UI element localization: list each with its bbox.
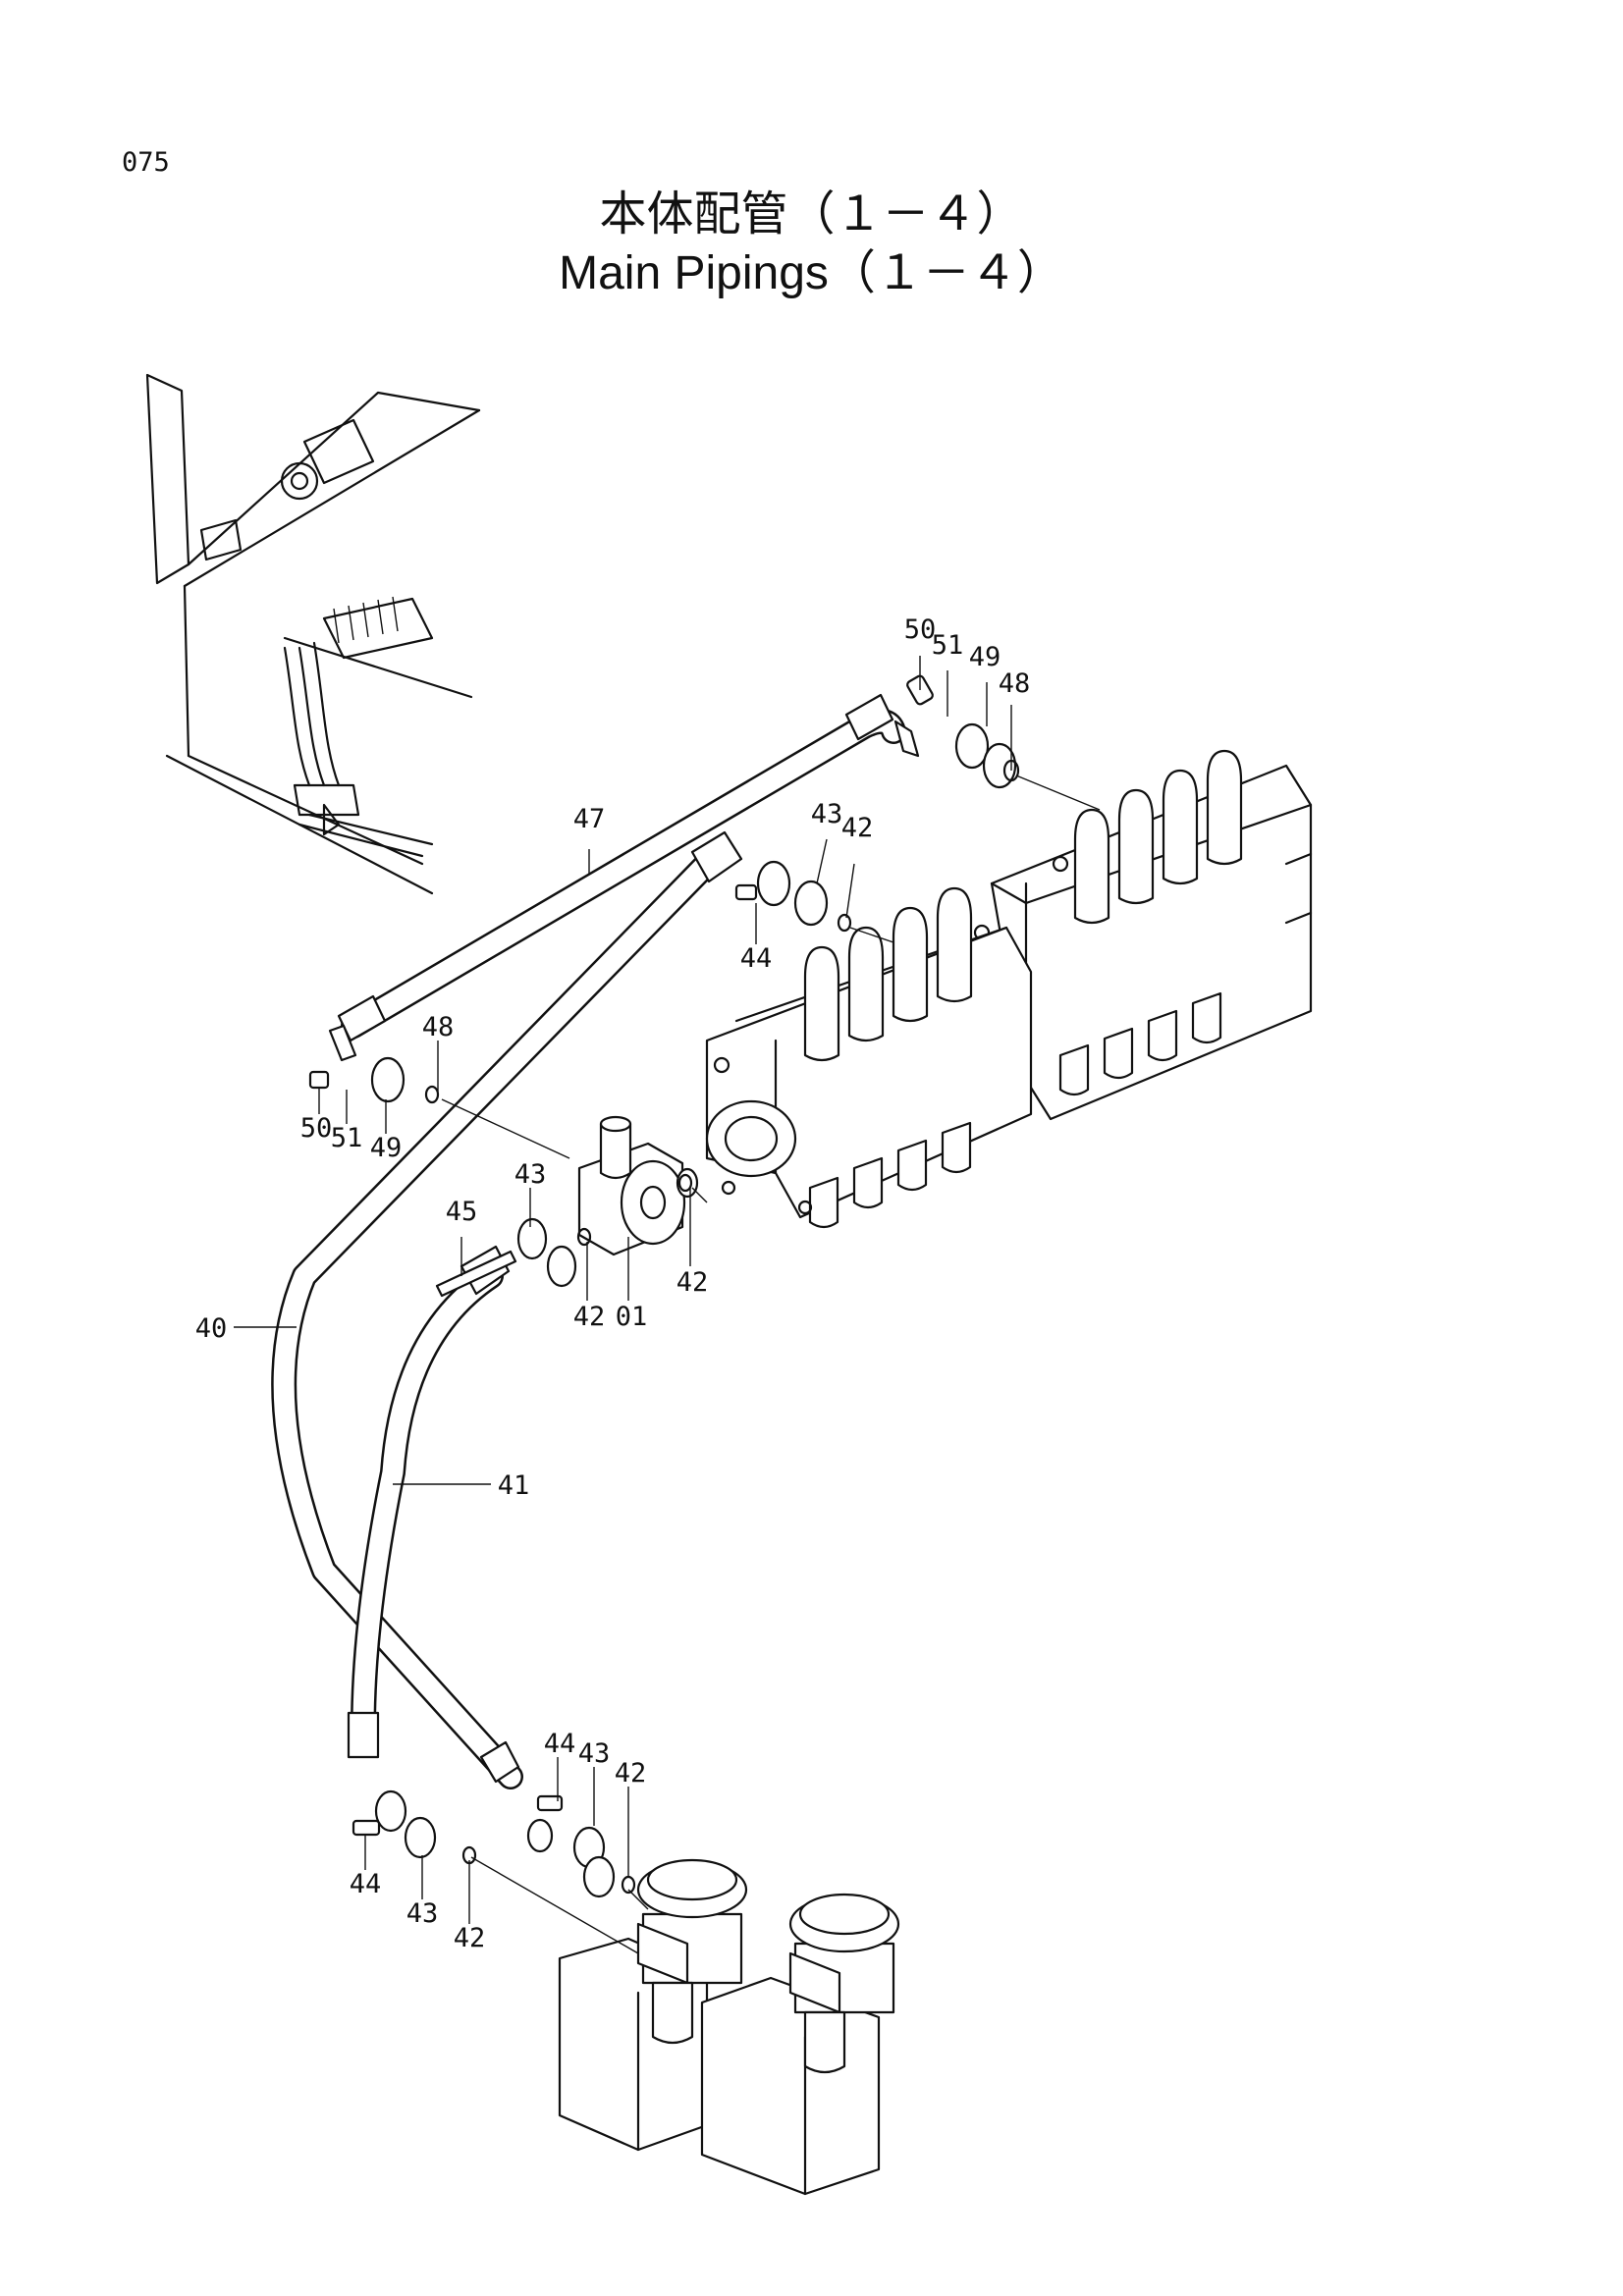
callout-42-b: 42 [573,1302,606,1332]
leader-lines [234,656,1101,1954]
callout-50-left: 50 [300,1113,333,1144]
callout-41: 41 [498,1470,530,1501]
swing-motors [558,1858,900,2196]
callout-48-top: 48 [999,668,1031,699]
callout-45: 45 [446,1197,478,1227]
callout-42-d: 42 [615,1758,647,1789]
part-40-hose [271,830,743,1789]
callout-50-top: 50 [904,614,937,645]
part-47-pipe [328,693,920,1062]
callout-44-b: 44 [544,1729,576,1759]
callout-40: 40 [195,1313,228,1344]
fittings [308,674,1020,1898]
callout-43-c: 43 [578,1738,611,1769]
callout-01: 01 [616,1302,648,1332]
control-valve-lower [705,886,1033,1229]
callout-44-c: 44 [350,1869,382,1899]
callout-42-a: 42 [841,813,874,843]
page-number: 075 [122,147,170,178]
callout-51-top: 51 [932,630,964,661]
callout-49-top: 49 [969,642,1001,672]
callout-44-a: 44 [740,943,773,974]
callout-42-e: 42 [454,1923,486,1953]
callout-49-left: 49 [370,1133,403,1163]
callout-43-d: 43 [406,1898,439,1929]
page-title-english: Main Pipings（１－４） [559,247,1064,299]
page-title-japanese: 本体配管（１－４） [599,188,1024,240]
callout-labels: 50 51 49 48 47 43 42 44 48 50 51 49 43 4… [195,614,1031,1953]
callout-43-b: 43 [514,1159,547,1190]
callout-42-c: 42 [676,1267,709,1298]
callout-47: 47 [573,804,606,834]
callout-43-a: 43 [811,799,843,829]
callout-51-left: 51 [331,1123,363,1153]
machine-location-inset [145,373,481,895]
callout-48-left: 48 [422,1012,455,1042]
